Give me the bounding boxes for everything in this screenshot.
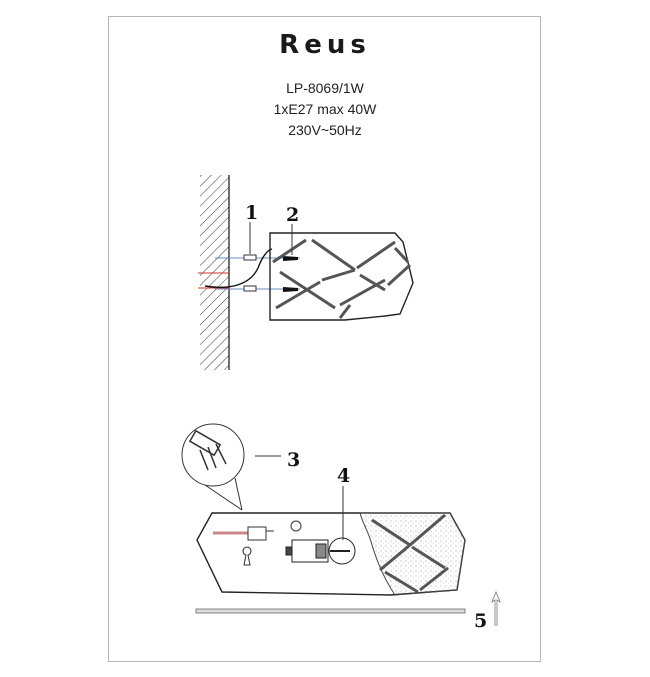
callout-3: 3	[255, 449, 300, 471]
callout-5: 5	[474, 590, 501, 632]
wall	[198, 175, 230, 370]
callout-1: 1	[245, 202, 258, 254]
svg-text:3: 3	[287, 449, 300, 471]
page-border	[108, 16, 541, 662]
voltage-spec: 230V~50Hz	[288, 122, 362, 138]
callout-4: 4	[337, 465, 350, 540]
callout-2: 2	[286, 204, 299, 255]
keyhole-slot	[242, 546, 252, 566]
svg-text:4: 4	[337, 465, 350, 487]
up-arrow-icon	[491, 590, 501, 626]
mounting-screws	[204, 248, 300, 292]
lamp-side-view	[269, 232, 414, 321]
terminal-block-detail	[181, 423, 245, 511]
svg-text:1: 1	[245, 202, 258, 224]
svg-text:5: 5	[474, 610, 487, 632]
mounting-bar	[195, 608, 466, 614]
lamp-socket	[285, 537, 356, 565]
bulb-spec: 1xE27 max 40W	[273, 101, 377, 117]
lamp-back-view	[196, 512, 466, 596]
product-title: Reus	[279, 30, 371, 60]
cable-connector	[213, 526, 274, 541]
model-number: LP-8069/1W	[286, 80, 364, 96]
hole	[290, 520, 302, 532]
svg-text:2: 2	[286, 204, 299, 226]
